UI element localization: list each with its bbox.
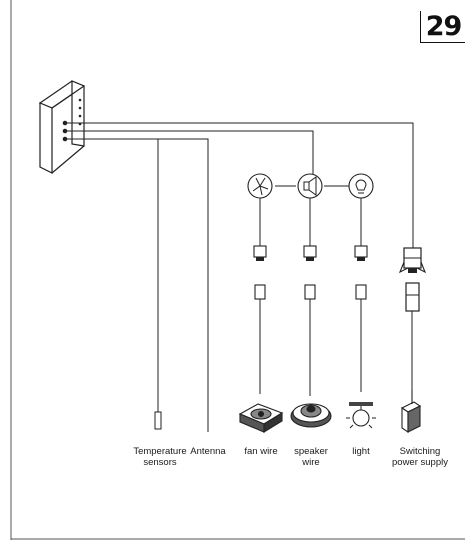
control-box [38, 80, 86, 174]
label-temperature-sensors: Temperature sensors [116, 446, 204, 468]
power-branch [398, 247, 427, 390]
main-wires [67, 122, 414, 432]
label-speaker-line1: speaker [294, 446, 328, 457]
label-switching-power-supply: Switching power supply [376, 446, 464, 468]
fan-connector-female [253, 245, 267, 258]
fan-connector-male [254, 284, 266, 300]
label-fan-wire: fan wire [244, 446, 278, 457]
label-temperature-line1: Temperature [133, 446, 187, 457]
fan-icon [238, 403, 284, 433]
label-light: light [352, 446, 370, 457]
label-power-line2: power supply [392, 457, 448, 468]
temperature-sensor-probe [154, 411, 162, 430]
fan-branch [247, 173, 273, 394]
speaker-connector-male [304, 284, 316, 300]
page-number: 29 [420, 11, 465, 43]
label-temperature-line2: sensors [143, 457, 177, 468]
speaker-connector-female [303, 245, 317, 258]
power-connector-male [405, 282, 420, 312]
light-connector-male [355, 284, 367, 300]
light-symbol-icon [348, 173, 374, 199]
speaker-icon [290, 403, 332, 428]
power-supply-icon [400, 390, 422, 434]
label-speaker-wire: speaker wire [288, 446, 334, 468]
speaker-branch [297, 173, 323, 396]
label-power-line1: Switching [399, 446, 441, 457]
speaker-symbol-icon [297, 173, 323, 199]
label-speaker-line2: wire [302, 457, 320, 468]
light-icon [346, 402, 376, 429]
light-connector-female [354, 245, 368, 258]
label-antenna: Antenna [190, 446, 226, 457]
light-branch [348, 173, 374, 392]
